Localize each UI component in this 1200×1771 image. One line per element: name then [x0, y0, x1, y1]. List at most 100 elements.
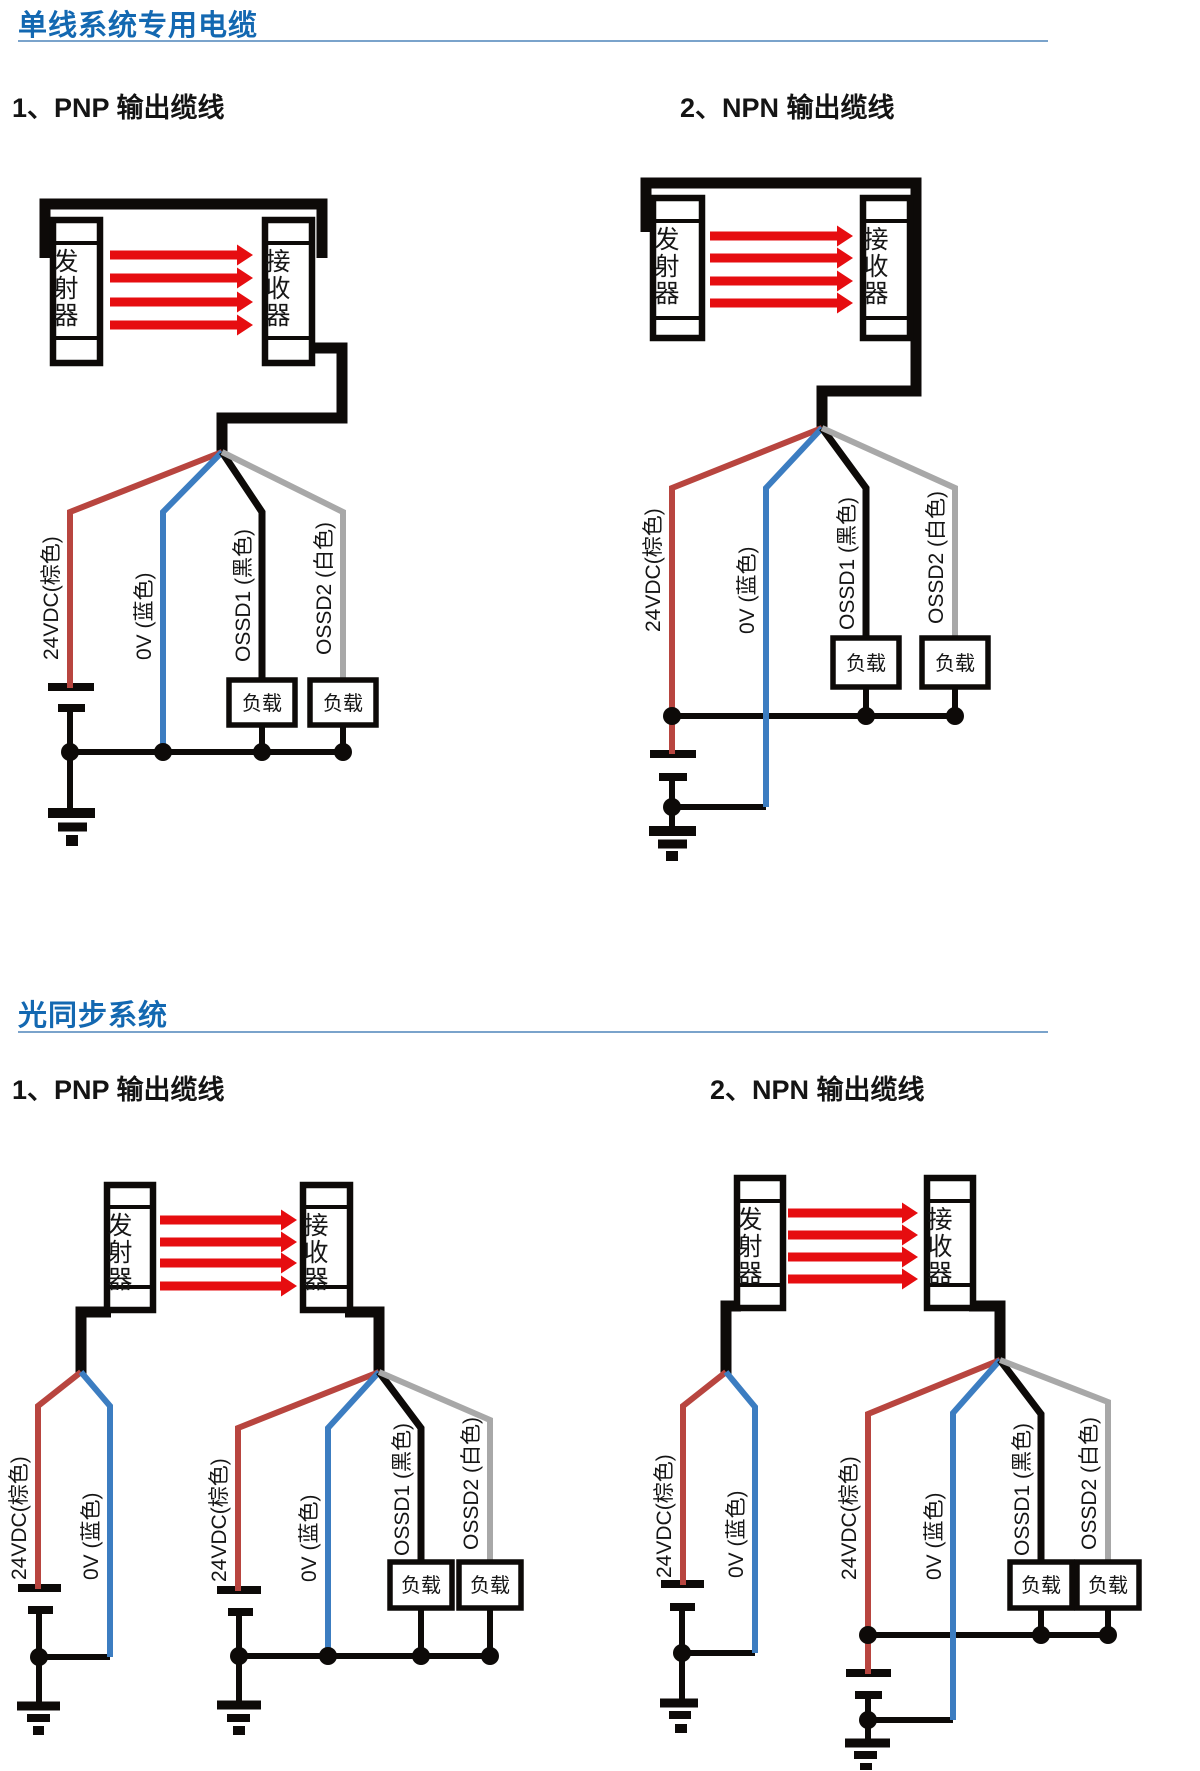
beam-arrow-icon [710, 247, 853, 269]
diagram-single-line-pnp: 发射器 接收器 负载 负载 24VDC(棕色) 0V (蓝色) OSSD1 (黑… [39, 198, 379, 846]
tx-wire-0v-blue [78, 1370, 113, 1657]
wire-label-ossd1: OSSD1 (黑色) [1011, 1423, 1034, 1556]
ground-icon [233, 1726, 245, 1735]
wire-label-24vdc: 24VDC(棕色) [40, 536, 63, 660]
wire-label-0v: 0V (蓝色) [298, 1494, 321, 1582]
junction-dot [319, 1647, 337, 1665]
receiver-label: 接收器 [300, 1212, 329, 1293]
wire-0v-blue [160, 449, 225, 752]
receiver-caps [303, 1205, 350, 1289]
subtitle-npn-2: 2、NPN 输出缆线 [710, 1075, 925, 1105]
ground-icon [666, 851, 678, 861]
wire-label-0v: 0V (蓝色) [736, 546, 759, 634]
transmitter-label: 发射器 [104, 1212, 133, 1293]
junction-dot [663, 798, 681, 816]
wire-0v-blue [763, 425, 825, 807]
load-stubs [1038, 1608, 1111, 1635]
section-title-single-line: 单线系统专用电缆 [18, 10, 259, 42]
beam-arrow-icon [788, 1268, 918, 1290]
beam-arrow-icon [710, 292, 853, 314]
beam-arrow-icon [110, 291, 253, 313]
beam-arrow-icon [160, 1252, 297, 1274]
load-label: 负载 [1021, 1574, 1061, 1597]
transmitter-caps [737, 1199, 783, 1287]
section-title-optical-sync: 光同步系统 [18, 1000, 169, 1032]
tx-wire-0v-blue [723, 1370, 758, 1653]
beam-arrow-icon [788, 1202, 918, 1224]
cable-bridge [640, 177, 922, 432]
cable-bridge [39, 198, 328, 258]
receiver-caps [927, 1199, 973, 1287]
junction-dot [859, 1626, 877, 1644]
junction-dot [253, 743, 271, 761]
wire-label-24vdc: 24VDC(棕色) [208, 1458, 231, 1582]
load-label: 负载 [401, 1574, 441, 1597]
rx-wire-ossd2-white [998, 1357, 1111, 1564]
wire-ossd1-black [819, 425, 870, 640]
transmitter-label: 发射器 [50, 248, 79, 329]
transmitter-label: 发射器 [734, 1206, 763, 1287]
transmitter-caps [653, 219, 702, 320]
wire-label-ossd2: OSSD2 (白色) [1078, 1417, 1101, 1550]
load-box [307, 677, 379, 728]
wire-label-24vdc: 24VDC(棕色) [838, 1456, 861, 1580]
receiver-label: 接收器 [860, 226, 889, 307]
junction-dot [946, 707, 964, 725]
junction-dot [1032, 1626, 1050, 1644]
receiver-label: 接收器 [262, 248, 291, 329]
wire-label-0v: 0V (蓝色) [725, 1490, 748, 1578]
junction-dot [1099, 1626, 1117, 1644]
subtitle-pnp-2: 1、PNP 输出缆线 [12, 1075, 225, 1105]
junction-dot [61, 743, 79, 761]
rx-wire-ossd1-black [376, 1369, 425, 1564]
wire-label-24vdc: 24VDC(棕色) [653, 1454, 676, 1578]
beam-arrow-icon [710, 270, 853, 292]
tx-wire-24vdc-brown [680, 1369, 728, 1585]
wire-ossd1-black [219, 450, 266, 682]
wire-label-ossd2: OSSD2 (白色) [925, 491, 948, 624]
rx-wire-0v-blue [950, 1358, 1003, 1720]
wire-label-24vdc: 24VDC(棕色) [642, 508, 665, 632]
junction-dot [481, 1647, 499, 1665]
load-stubs [418, 1608, 493, 1656]
transmitter-caps [107, 1205, 153, 1289]
wire-label-ossd1: OSSD1 (黑色) [391, 1423, 414, 1556]
load-label: 负载 [470, 1574, 510, 1597]
wire-label-0v: 0V (蓝色) [923, 1492, 946, 1580]
load-box [226, 677, 298, 728]
rx-wire-ossd2-white [377, 1369, 493, 1564]
load-label: 负载 [935, 652, 975, 675]
beam-arrow-icon [788, 1224, 918, 1246]
wire-label-ossd1: OSSD1 (黑色) [836, 497, 859, 630]
rx-wire-0v-blue [325, 1369, 382, 1656]
junction-dot [230, 1647, 248, 1665]
rx-cable [969, 1300, 1006, 1364]
beam-arrow-icon [710, 225, 853, 247]
diagram-optical-pnp: 发射器 接收器 负载 负载 24VDC(棕色) 0V (蓝色) 24VDC(棕色… [8, 1181, 524, 1735]
load-box [1074, 1559, 1142, 1611]
receiver-caps [265, 241, 312, 340]
tx-cable [720, 1300, 741, 1376]
junction-dot [663, 707, 681, 725]
rx-wire-24vdc-brown [235, 1369, 381, 1591]
junction-dot [857, 707, 875, 725]
wire-label-ossd2: OSSD2 (白色) [460, 1417, 483, 1550]
receiver-caps [863, 219, 910, 320]
wire-label-0v: 0V (蓝色) [80, 1492, 103, 1580]
wire-label-ossd1: OSSD1 (黑色) [232, 529, 255, 662]
load-box [830, 635, 902, 690]
junction-dot [859, 1711, 877, 1729]
ground-icon [860, 1763, 872, 1770]
load-box [1007, 1559, 1075, 1611]
beam-arrow-icon [160, 1209, 297, 1231]
transmitter-label: 发射器 [651, 226, 680, 307]
transmitter-caps [53, 241, 100, 340]
wire-24vdc-brown [669, 425, 824, 754]
ground-icon [33, 1726, 44, 1735]
diagram-optical-npn: 发射器 接收器 负载 负载 24VDC(棕色) 0V (蓝色) 24VDC(棕色… [653, 1174, 1142, 1770]
junction-dot [30, 1648, 48, 1666]
beam-arrow-icon [160, 1275, 297, 1297]
load-box [387, 1559, 455, 1611]
junction-dot [154, 743, 172, 761]
